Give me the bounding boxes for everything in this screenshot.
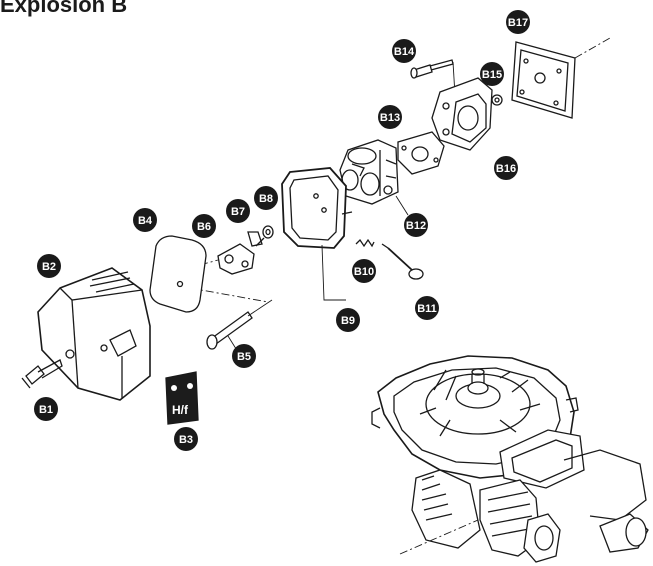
callout-b6-label: B6 — [197, 221, 211, 233]
callout-b13-label: B13 — [380, 112, 400, 124]
long-bolt-b5 — [206, 311, 253, 350]
callout-b15-label: B15 — [482, 69, 502, 81]
callout-b3: B3 — [174, 427, 198, 451]
engine-assembly — [371, 355, 649, 563]
callout-b10-label: B10 — [354, 266, 374, 278]
callout-b16: B16 — [494, 156, 518, 180]
washer-b8 — [262, 225, 274, 239]
callout-b9-label: B9 — [341, 315, 355, 327]
callout-b4: B4 — [133, 208, 157, 232]
carburetor-b12 — [339, 139, 399, 205]
wing-bolt-b1 — [21, 359, 63, 389]
diagram-title: Explosion B — [0, 0, 128, 17]
nut-b15 — [491, 94, 503, 106]
callout-b17-label: B17 — [508, 17, 528, 29]
decal-b3: H/f — [165, 371, 199, 425]
callout-b8: B8 — [254, 186, 278, 210]
callout-b1: B1 — [34, 397, 58, 421]
callout-b17: B17 — [506, 10, 530, 34]
callout-b14-label: B14 — [394, 46, 415, 58]
callout-b15: B15 — [480, 62, 504, 86]
callout-b11: B11 — [415, 296, 439, 320]
callout-b9: B9 — [336, 308, 360, 332]
callout-b11-label: B11 — [417, 303, 437, 315]
callout-b7-label: B7 — [231, 206, 245, 218]
callout-b4-label: B4 — [138, 215, 153, 227]
spacer-b16 — [431, 77, 493, 151]
callout-b14: B14 — [392, 39, 416, 63]
clip-b7 — [247, 231, 265, 247]
screw-b14 — [410, 59, 454, 79]
gasket-b17 — [511, 41, 576, 119]
decal-text: H/f — [172, 403, 189, 417]
gasket-b13 — [397, 131, 445, 175]
callout-b5: B5 — [232, 344, 256, 368]
choke-screw-b11 — [381, 243, 424, 280]
callout-b12: B12 — [404, 213, 428, 237]
callout-b5-label: B5 — [237, 351, 251, 363]
callout-b10: B10 — [352, 259, 376, 283]
callout-b13: B13 — [378, 105, 402, 129]
callout-b16-label: B16 — [496, 163, 516, 175]
callout-b3-label: B3 — [179, 434, 193, 446]
filter-element-b4 — [149, 235, 207, 313]
callout-b8-label: B8 — [259, 193, 273, 205]
spring-b10 — [355, 238, 375, 248]
callout-b6: B6 — [192, 214, 216, 238]
filter-cover-b2 — [37, 267, 151, 401]
callout-b1-label: B1 — [39, 404, 53, 416]
callout-b2: B2 — [37, 254, 61, 278]
callout-b7: B7 — [226, 199, 250, 223]
callout-b12-label: B12 — [406, 220, 426, 232]
callout-b2-label: B2 — [42, 261, 56, 273]
filter-housing-b9 — [281, 167, 353, 249]
bracket-b6 — [217, 243, 255, 275]
